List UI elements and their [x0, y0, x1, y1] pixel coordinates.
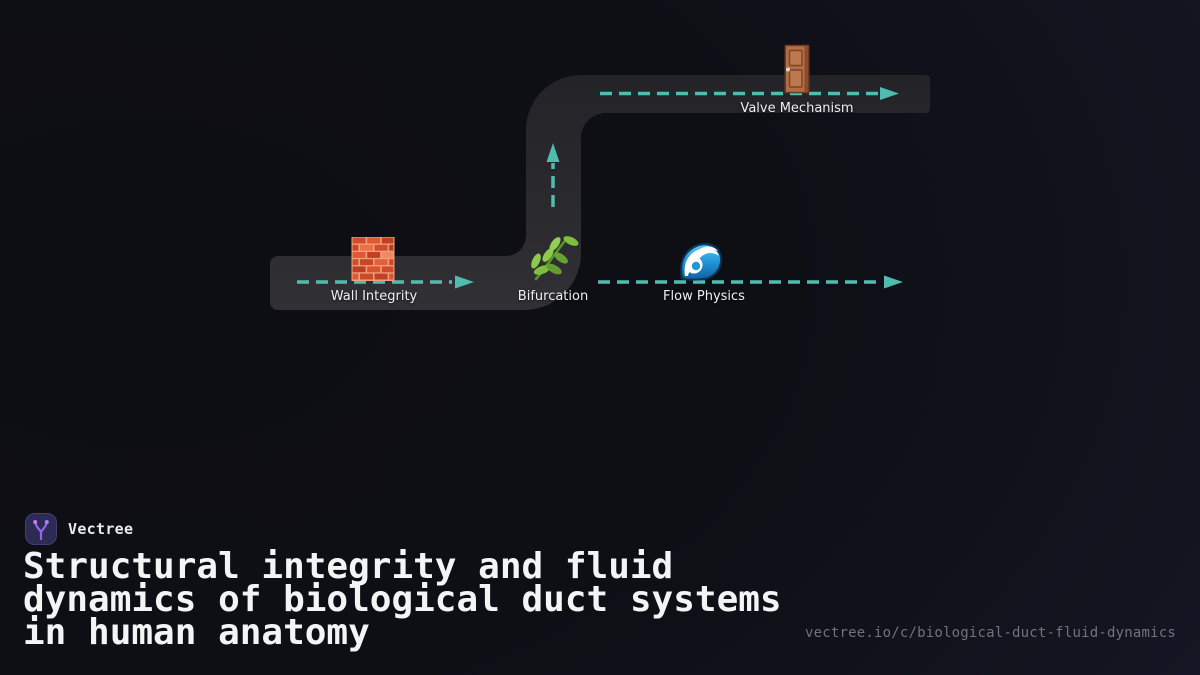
- arrowhead-wall: [455, 275, 474, 289]
- card-url: vectree.io/c/biological-duct-fluid-dynam…: [804, 625, 1176, 641]
- node-label-wall-integrity: Wall Integrity: [330, 289, 418, 304]
- arrowhead-physics: [884, 275, 903, 289]
- door-icon: [784, 44, 810, 94]
- brick-wall-icon: [351, 237, 395, 281]
- herb-icon: [531, 236, 579, 281]
- logo-dot-left: [33, 520, 38, 524]
- card-title: Structural integrity and fluid dynamics …: [23, 546, 782, 653]
- wave-icon: [680, 242, 723, 281]
- arrowhead-up: [546, 143, 560, 162]
- pipe-body: [270, 75, 930, 310]
- arrowhead-valve: [880, 87, 899, 100]
- brand-name: Vectree: [68, 520, 134, 538]
- vectree-logo: [25, 513, 57, 545]
- logo-dot-right: [44, 520, 49, 524]
- brand-row: Vectree: [25, 513, 133, 545]
- node-label-bifurcation: Bifurcation: [517, 289, 589, 304]
- node-label-flow-physics: Flow Physics: [663, 289, 745, 304]
- node-label-valve-mechanism: Valve Mechanism: [740, 101, 854, 116]
